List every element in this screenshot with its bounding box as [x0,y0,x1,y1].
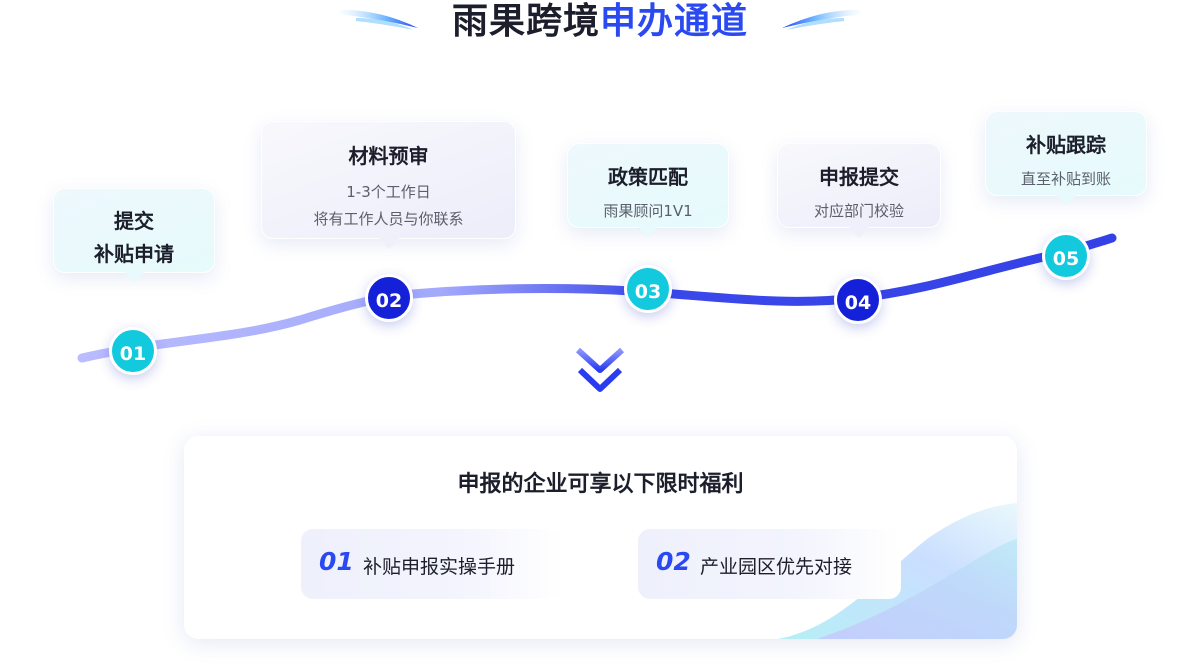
step-3-number: 03 [624,265,672,313]
step-4-desc: 对应部门校验 [813,202,904,220]
step-3-title: 政策匹配 [608,165,688,189]
step-4-title: 申报提交 [819,165,899,189]
benefit-1-label: 补贴申报实操手册 [363,556,516,578]
benefit-2-number: 02 [656,547,691,576]
step-2-desc-line1: 1-3个工作日 [346,183,431,201]
swoosh-left-icon [336,9,418,30]
page-header: 雨果跨境申办通道 [0,0,1200,46]
benefit-item-2: 02 产业园区优先对接 [638,529,901,599]
step-4-number: 04 [834,276,882,324]
step-1-title-line1: 提交 [114,209,154,233]
step-1-title-line2: 补贴申请 [94,242,174,266]
benefit-1-number-text: 01 [319,547,354,576]
benefit-2-label: 产业园区优先对接 [700,556,853,578]
page-title: 雨果跨境申办通道 [0,0,1200,44]
step-4-bubble: 申报提交 对应部门校验 [777,143,941,238]
step-1-bubble: 提交 补贴申请 [53,188,215,283]
step-5-title: 补贴跟踪 [1026,133,1106,157]
title-part-2: 申办通道 [600,1,749,42]
step-1-number: 01 [109,327,157,375]
step-5-desc: 直至补贴到账 [1020,170,1111,188]
step-5-bubble: 补贴跟踪 直至补贴到账 [985,111,1147,206]
step-3-bubble: 政策匹配 雨果顾问1V1 [567,143,729,238]
step-2-bubble: 材料预审 1-3个工作日 将有工作人员与你联系 [261,121,516,249]
benefits-title: 申报的企业可享以下限时福利 [457,472,744,497]
benefits-card: 申报的企业可享以下限时福利 01 补贴申报实操手册 02 产业园区优先对接 [184,436,1017,639]
title-part-1: 雨果跨境 [451,1,600,42]
chevron-down-icon [576,347,624,392]
step-3-desc: 雨果顾问1V1 [603,202,693,220]
step-2-number: 02 [365,274,413,322]
step-2-title: 材料预审 [348,144,429,168]
benefit-2-number-text: 02 [656,547,691,576]
benefit-item-1: 01 补贴申报实操手册 [301,529,563,599]
step-5-number: 05 [1042,232,1090,280]
swoosh-right-icon [782,9,864,30]
benefit-1-number: 01 [319,547,354,576]
step-2-desc-line2: 将有工作人员与你联系 [313,210,464,228]
